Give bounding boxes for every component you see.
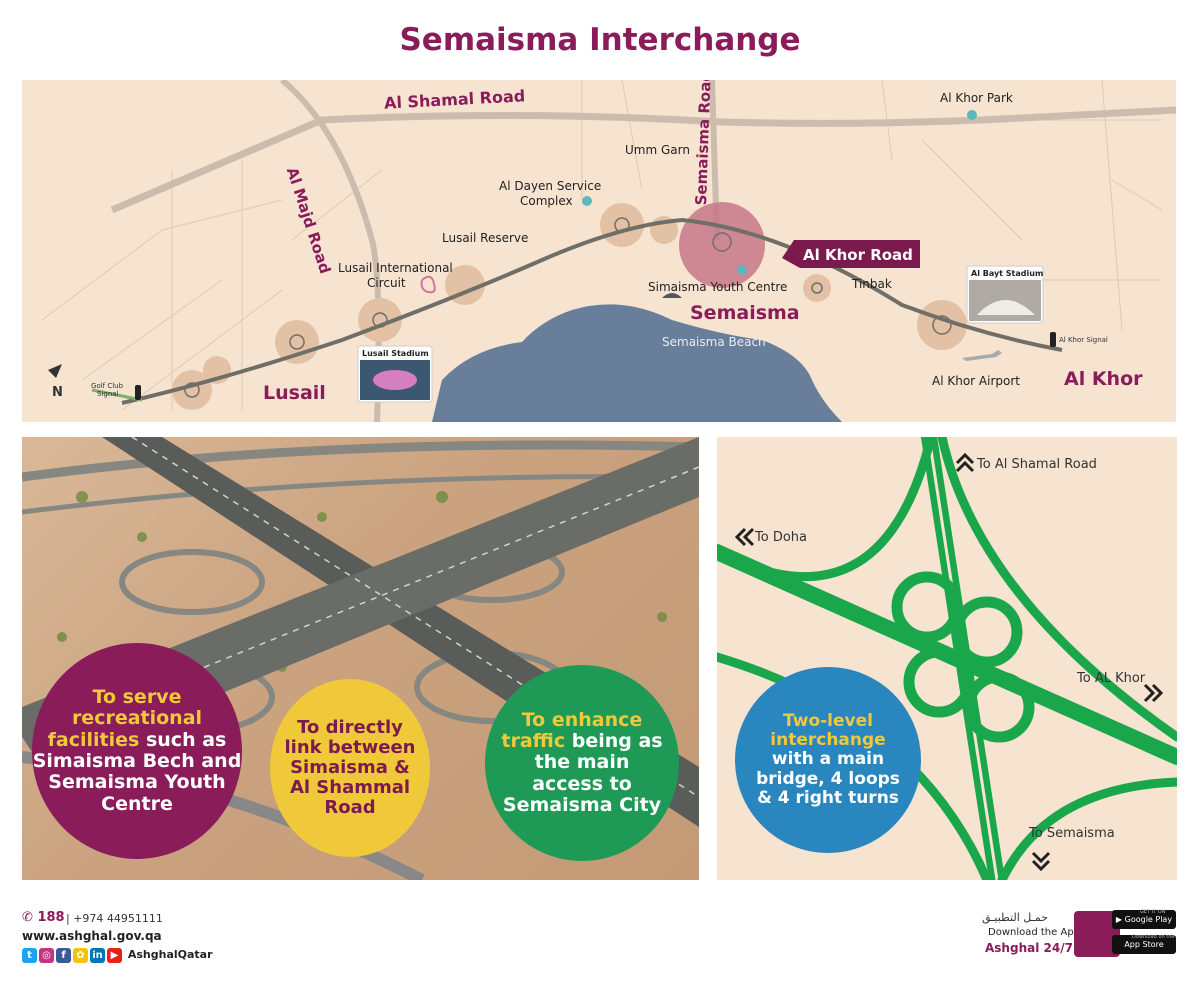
interchange-markers — [172, 203, 967, 410]
pin-icon — [737, 265, 747, 275]
linkedin-icon[interactable]: in — [90, 948, 105, 963]
simaisma-youth-label: Simaisma Youth Centre — [648, 280, 788, 294]
google-play-badge[interactable]: ▶ Google Play — [1112, 910, 1176, 929]
interchange-text: with a main bridge, 4 loops & 4 right tu… — [756, 749, 900, 808]
map-svg — [41, 80, 1176, 422]
al-khor-signal-label: Al Khor Signal — [1059, 336, 1108, 344]
goal-3-highlight: To enhance traffic — [501, 708, 643, 753]
golf-club-label-2: Signal — [97, 390, 119, 398]
social-handle: AshghalQatar — [127, 948, 213, 961]
al-khor-town-label: Al Khor — [1064, 368, 1143, 390]
app-name: Ashghal 24/7 — [985, 941, 1073, 955]
tinbak-label: Tinbak — [852, 277, 892, 291]
sea-area — [432, 304, 842, 422]
al-shamal-road-line — [110, 106, 1176, 214]
goal-1-text: such as Simaisma Bech and Semaisma Youth… — [32, 728, 242, 815]
north-arrow-icon — [48, 364, 62, 378]
interchange-info-circle: Two-level interchange with a main bridge… — [735, 667, 921, 853]
snapchat-icon[interactable]: ✿ — [73, 948, 88, 963]
instagram-icon[interactable]: ◎ — [39, 948, 54, 963]
to-al-khor-label: To AL Khor — [1077, 671, 1146, 686]
arabic-download-text: حمـل التطبيـق — [982, 911, 1048, 924]
download-on-text: Download on the — [1132, 934, 1175, 940]
hotline[interactable]: ✆ 188 — [22, 910, 65, 925]
hotline-number: 188 — [37, 910, 65, 925]
golf-club-spur — [91, 388, 143, 402]
lusail-reserve-label: Lusail Reserve — [442, 231, 529, 245]
social-links: t◎f✿in▶ AshghalQatar — [22, 948, 213, 963]
north-label: N — [52, 385, 63, 400]
get-it-on-text: GET IT ON — [1140, 909, 1166, 915]
goal-circle-traffic: To enhance traffic being as the main acc… — [485, 665, 679, 861]
al-khor-airport-label: Al Khor Airport — [932, 374, 1020, 388]
to-doha-label: To Doha — [755, 530, 807, 545]
beach-umbrella-icon — [662, 293, 682, 298]
goal-circle-link: To directly link between Simaisma & Al S… — [270, 679, 430, 857]
double-chevron-up-icon — [955, 452, 975, 473]
location-map: Al Shamal Road Al Majd Road Semaisma Roa… — [22, 80, 1176, 422]
al-dayen-label-1: Al Dayen Service — [499, 179, 602, 193]
twitter-icon[interactable]: t — [22, 948, 37, 963]
app-store-badge[interactable]: App Store — [1112, 935, 1176, 954]
footer: ✆ 188 | +974 44951111 www.ashghal.gov.qa… — [22, 905, 1176, 985]
semaisma-town-label: Semaisma — [690, 302, 800, 324]
goal-1-highlight: To serve recreational facilities — [47, 686, 203, 751]
lic-label-1: Lusail International — [338, 261, 453, 275]
to-al-shamal-label: To Al Shamal Road — [977, 457, 1097, 472]
double-chevron-right-icon — [1143, 683, 1164, 703]
airplane-icon — [962, 350, 1002, 361]
al-majd-road-line — [280, 80, 382, 422]
aerial-photo-panel: To serve recreational facilities such as… — [22, 437, 699, 880]
website-link[interactable]: www.ashghal.gov.qa — [22, 929, 162, 943]
double-chevron-down-icon — [1031, 851, 1051, 872]
interchange-highlight: Two-level interchange — [770, 711, 886, 751]
page-title: Semaisma Interchange — [399, 22, 801, 58]
location-pins — [582, 110, 977, 275]
semaisma-interchange-highlight — [679, 202, 765, 288]
lusail-town-label: Lusail — [263, 382, 326, 404]
interchange-diagram: To Al Shamal Road To Doha To AL Khor To … — [717, 437, 1177, 880]
al-bayt-stadium-label: Al Bayt Stadium — [971, 269, 1044, 278]
phone-icon: ✆ — [22, 910, 33, 925]
pin-icon — [582, 196, 592, 206]
traffic-signal-icon — [1050, 332, 1056, 347]
to-semaisma-label: To Semaisma — [1029, 826, 1115, 841]
traffic-signal-icon — [135, 385, 141, 400]
al-khor-road-line — [121, 217, 1063, 405]
facebook-icon[interactable]: f — [56, 948, 71, 963]
al-khor-park-label: Al Khor Park — [940, 91, 1013, 105]
goal-circle-recreational: To serve recreational facilities such as… — [32, 643, 242, 859]
al-khor-road-label: Al Khor Road — [803, 246, 913, 264]
umm-garn-label: Umm Garn — [625, 143, 690, 157]
semaisma-beach-label: Semaisma Beach — [662, 335, 766, 349]
download-text: Download the App. — [988, 927, 1084, 938]
interchange-loops — [184, 217, 952, 398]
lusail-stadium-label: Lusail Stadium — [362, 349, 429, 358]
al-dayen-label-2: Complex — [520, 194, 573, 208]
pin-icon — [967, 110, 977, 120]
double-chevron-left-icon — [734, 527, 755, 547]
circuit-icon — [420, 275, 436, 294]
phone-number[interactable]: | +974 44951111 — [66, 912, 163, 925]
al-khor-callout-bg — [782, 240, 920, 268]
golf-club-label-1: Golf Club — [91, 382, 124, 390]
goal-3-text: being as the main access to Semaisma Cit… — [502, 730, 663, 816]
lic-label-2: Circuit — [367, 276, 406, 290]
goal-2-text: To directly link between Simaisma & Al S… — [284, 716, 416, 819]
youtube-icon[interactable]: ▶ — [107, 948, 122, 963]
